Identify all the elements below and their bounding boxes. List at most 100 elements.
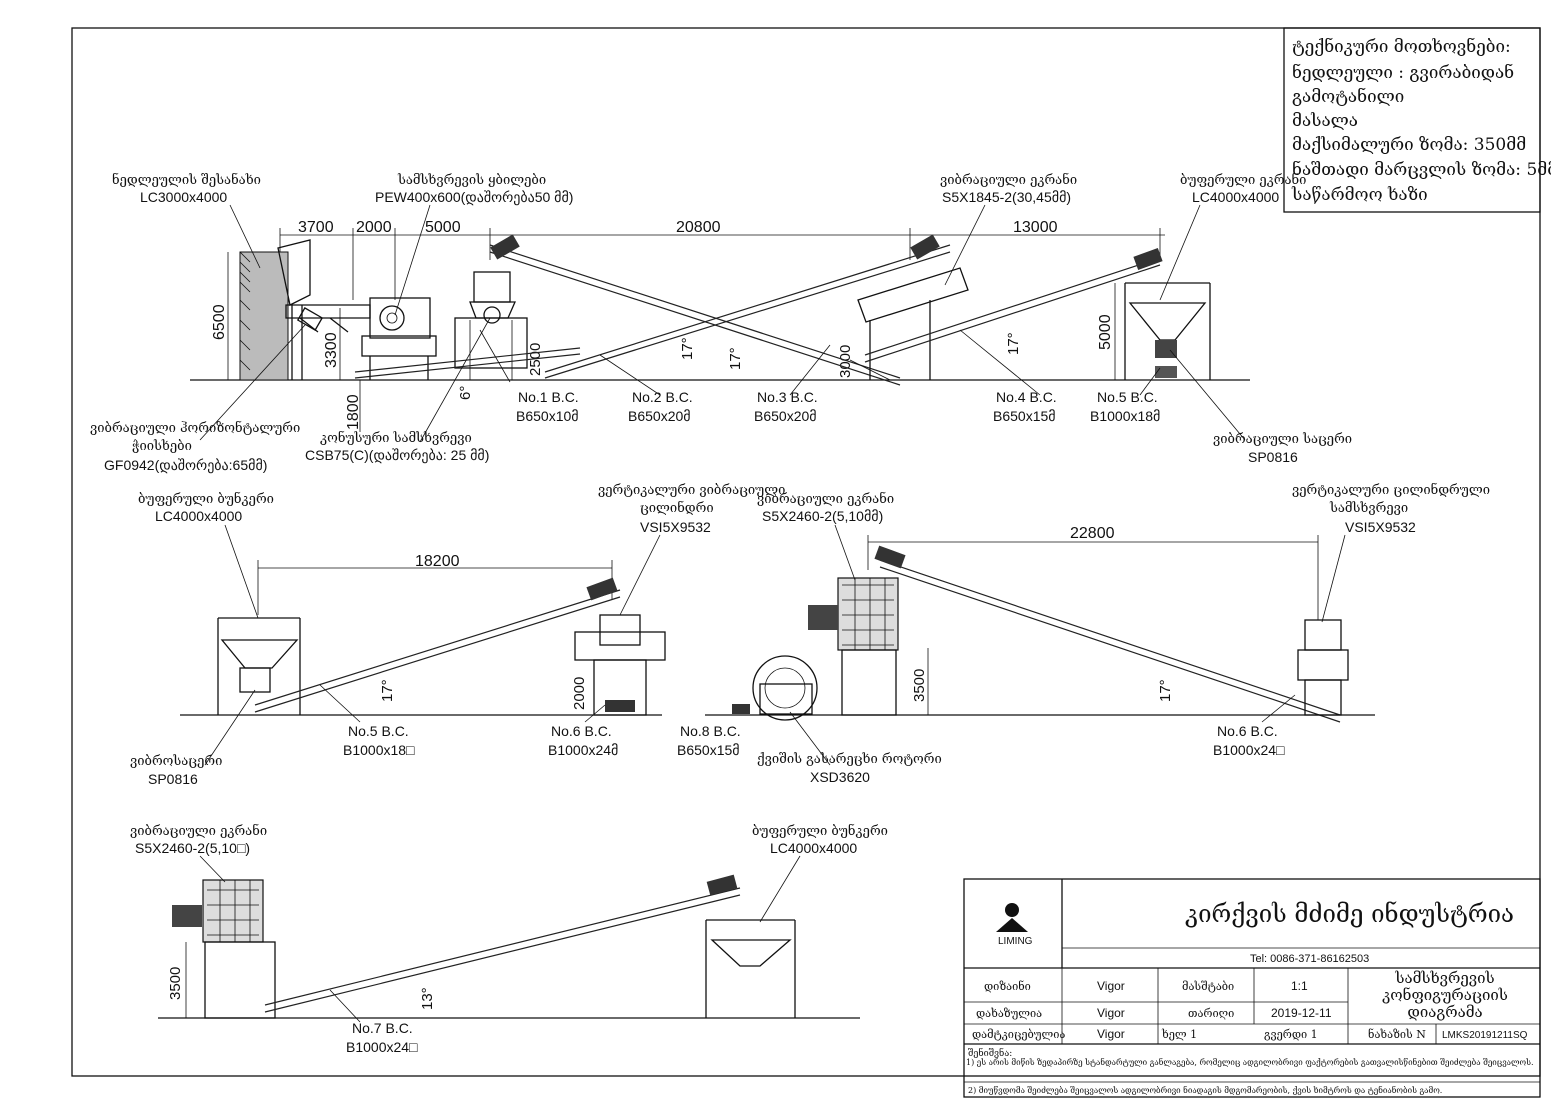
notes-title: შენიშვნა: bbox=[968, 1047, 1012, 1059]
label-screen-2-model: S5X2460-2(5,10მმ) bbox=[762, 508, 883, 524]
label-buffer-2: ბუფერული ბუნკერი bbox=[138, 491, 274, 507]
dim-5000: 5000 bbox=[425, 219, 461, 236]
section-1: 3700 2000 5000 20800 13000 6500 3300 180… bbox=[90, 172, 1352, 474]
jaw-crusher bbox=[361, 297, 437, 380]
belt-label-2-6: No.6 B.C. B1000x24მ bbox=[548, 723, 618, 758]
belt-label-3-7: No.7 B.C. B1000x24□ bbox=[346, 1020, 418, 1055]
angle-7: 13° bbox=[419, 987, 436, 1010]
angle-6: 17° bbox=[1157, 679, 1174, 702]
vsi-crusher-1 bbox=[574, 614, 666, 716]
belt-2-8-no: No.8 B.C. bbox=[680, 723, 741, 739]
note-1-box: 1) ეს არის მიწის ზედაპირზე სტანდარტული გ… bbox=[966, 1058, 1534, 1067]
label-vsi-2-2: სამსხვრევი bbox=[1329, 501, 1408, 516]
height-3500-2: 3500 bbox=[911, 669, 928, 702]
label-screen-1-model: S5X1845-2(30,45მმ) bbox=[942, 189, 1071, 205]
conveyor-no1 bbox=[354, 347, 581, 379]
requirements-output-size: ნაშთადი მარცვლის ზომა: 5მმ bbox=[1292, 160, 1551, 180]
vibrating-screen-2 bbox=[808, 577, 899, 716]
note-2: 2) მიუწვდომა შეიძლება შეიცვალოს ადგილობრ… bbox=[968, 1086, 1442, 1095]
height-6500: 6500 bbox=[211, 304, 228, 340]
label-buffer-3-model: LC4000x4000 bbox=[770, 840, 857, 856]
label-vib-feeder-model: SP0816 bbox=[1248, 449, 1298, 465]
belt-1-no: No.1 B.C. bbox=[518, 389, 579, 405]
tb-label-2: დახაზულია bbox=[976, 1007, 1042, 1020]
label-vsi-1-2: ცილინდრი bbox=[640, 500, 714, 516]
belt-2-5-spec: B1000x18□ bbox=[343, 742, 415, 758]
label-vib-feeder-2-model: SP0816 bbox=[148, 771, 198, 787]
conveyor-no4 bbox=[864, 247, 1163, 363]
requirements-material-value2: მასალა bbox=[1292, 111, 1358, 131]
belt-label-2-5: No.5 B.C. B1000x18□ bbox=[343, 723, 415, 758]
requirements-material: ნედლეული : გვირაბიდან bbox=[1292, 63, 1514, 83]
belt-label-3: No.3 B.C. B650x20მ bbox=[754, 389, 818, 424]
belt-1-spec: B650x10მ bbox=[516, 408, 579, 424]
label-feeder: ვიბრაციული ჰორიზონტალური bbox=[90, 420, 300, 436]
company-name: კირქვის მძიმე ინდუსტრია bbox=[1185, 900, 1514, 928]
belt-label-1: No.1 B.C. B650x10მ bbox=[516, 389, 579, 424]
belt-4-no: No.4 B.C. bbox=[996, 389, 1057, 405]
vsi-crusher-2 bbox=[1297, 619, 1349, 716]
drawing-title: სამსხვრევის კონფიგურაციის დიაგრამა bbox=[1382, 970, 1508, 1021]
tb-label2-1: მასშტაბი bbox=[1182, 980, 1234, 993]
belt-2-6b-spec: B1000x24□ bbox=[1213, 742, 1285, 758]
belt-label-2-8: No.8 B.C. B650x15მ bbox=[677, 723, 741, 758]
tb-value2-3: გვერდი 1 bbox=[1264, 1028, 1318, 1041]
title-block: LIMING კირქვის მძიმე ინდუსტრია Tel: 0086… bbox=[963, 878, 1541, 1098]
belt-3-no: No.3 B.C. bbox=[757, 389, 818, 405]
belt-5-spec: B1000x18მ bbox=[1090, 408, 1160, 424]
label-raw-bin-model: LC3000x4000 bbox=[140, 189, 227, 205]
angle-1: 17° bbox=[679, 337, 696, 360]
vibrating-screen-3 bbox=[172, 879, 276, 1019]
belt-2-6-no: No.6 B.C. bbox=[551, 723, 612, 739]
dim-2000: 2000 bbox=[356, 219, 392, 236]
height-1800: 1800 bbox=[345, 394, 362, 430]
belt-label-5: No.5 B.C. B1000x18მ bbox=[1090, 389, 1160, 424]
angle-2: 17° bbox=[727, 347, 744, 370]
label-screen-2: ვიბრაციული ეკრანი bbox=[757, 491, 894, 507]
label-vsi-1: ვერტიკალური ვიბრაციული bbox=[598, 483, 785, 498]
label-raw-bin: ნედლეულის შესანახი bbox=[112, 172, 261, 188]
label-jaw-model: PEW400x600(დაშორება50 მმ) bbox=[375, 189, 573, 206]
drawing-title-box: სამსხვრევის კონფიგურაციის დიაგრამა bbox=[1382, 970, 1508, 1021]
requirements-line: საწარმოო ხაზი bbox=[1291, 185, 1428, 205]
belt-2-no: No.2 B.C. bbox=[632, 389, 693, 405]
vibrating-screen-1 bbox=[849, 267, 969, 381]
label-buffer-3: ბუფერული ბუნკერი bbox=[752, 823, 888, 839]
belt-2-8-spec: B650x15მ bbox=[677, 742, 740, 758]
tb-value2-2: 2019-12-11 bbox=[1271, 1006, 1332, 1020]
belt-label-2: No.2 B.C. B650x20მ bbox=[628, 389, 693, 424]
conveyor-no6 bbox=[874, 545, 1341, 723]
buffer-bin-3 bbox=[705, 919, 796, 1018]
label-vsi-1-model: VSI5X9532 bbox=[640, 519, 711, 535]
belt-5-no: No.5 B.C. bbox=[1097, 389, 1158, 405]
label-buffer-1-model: LC4000x4000 bbox=[1192, 189, 1279, 205]
requirements-max-size: მაქსიმალური ზომა: 350მმ bbox=[1292, 135, 1526, 155]
height-3300: 3300 bbox=[323, 332, 340, 368]
label-vib-feeder: ვიბრაციული საცერი bbox=[1213, 432, 1352, 447]
angle-5: 17° bbox=[379, 679, 396, 702]
label-washer: ქვიშის გასარეცხი როტორი bbox=[757, 752, 942, 767]
label-washer-model: XSD3620 bbox=[810, 769, 870, 785]
conveyor-no7 bbox=[264, 874, 741, 1013]
height-3000: 3000 bbox=[837, 345, 854, 378]
dim-18200: 18200 bbox=[415, 553, 460, 570]
label-jaw: სამსხვრევის ყბილები bbox=[397, 173, 546, 188]
label-buffer-2-model: LC4000x4000 bbox=[155, 508, 242, 524]
belt-label-4: No.4 B.C. B650x15მ bbox=[993, 389, 1057, 424]
label-vib-feeder-2: ვიბროსაცერი bbox=[130, 754, 222, 769]
belt-3-spec: B650x20მ bbox=[754, 408, 817, 424]
logo-text: LIMING bbox=[998, 936, 1033, 947]
note-1: 1) ეს არის მიწის ზედაპირზე სტანდარტული გ… bbox=[966, 1058, 1534, 1067]
company-logo: LIMING bbox=[996, 903, 1033, 947]
label-vsi-2-model: VSI5X9532 bbox=[1345, 519, 1416, 535]
belt-label-2-6b: No.6 B.C. B1000x24□ bbox=[1213, 723, 1285, 758]
section-3: 3500 13° ვიბრაციული ეკრანი S5X2460-2(5,1… bbox=[130, 823, 888, 1055]
tb-label2-3: ხელ 1 bbox=[1161, 1028, 1197, 1041]
label-feeder-2: ჭიისხები bbox=[132, 439, 192, 454]
label-screen-3: ვიბრაციული ეკრანი bbox=[130, 823, 267, 839]
dim-22800: 22800 bbox=[1070, 525, 1115, 542]
belt-2-spec: B650x20მ bbox=[628, 408, 691, 424]
belt-4-spec: B650x15მ bbox=[993, 408, 1056, 424]
label-buffer-1: ბუფერული ეკრანი bbox=[1180, 172, 1306, 188]
